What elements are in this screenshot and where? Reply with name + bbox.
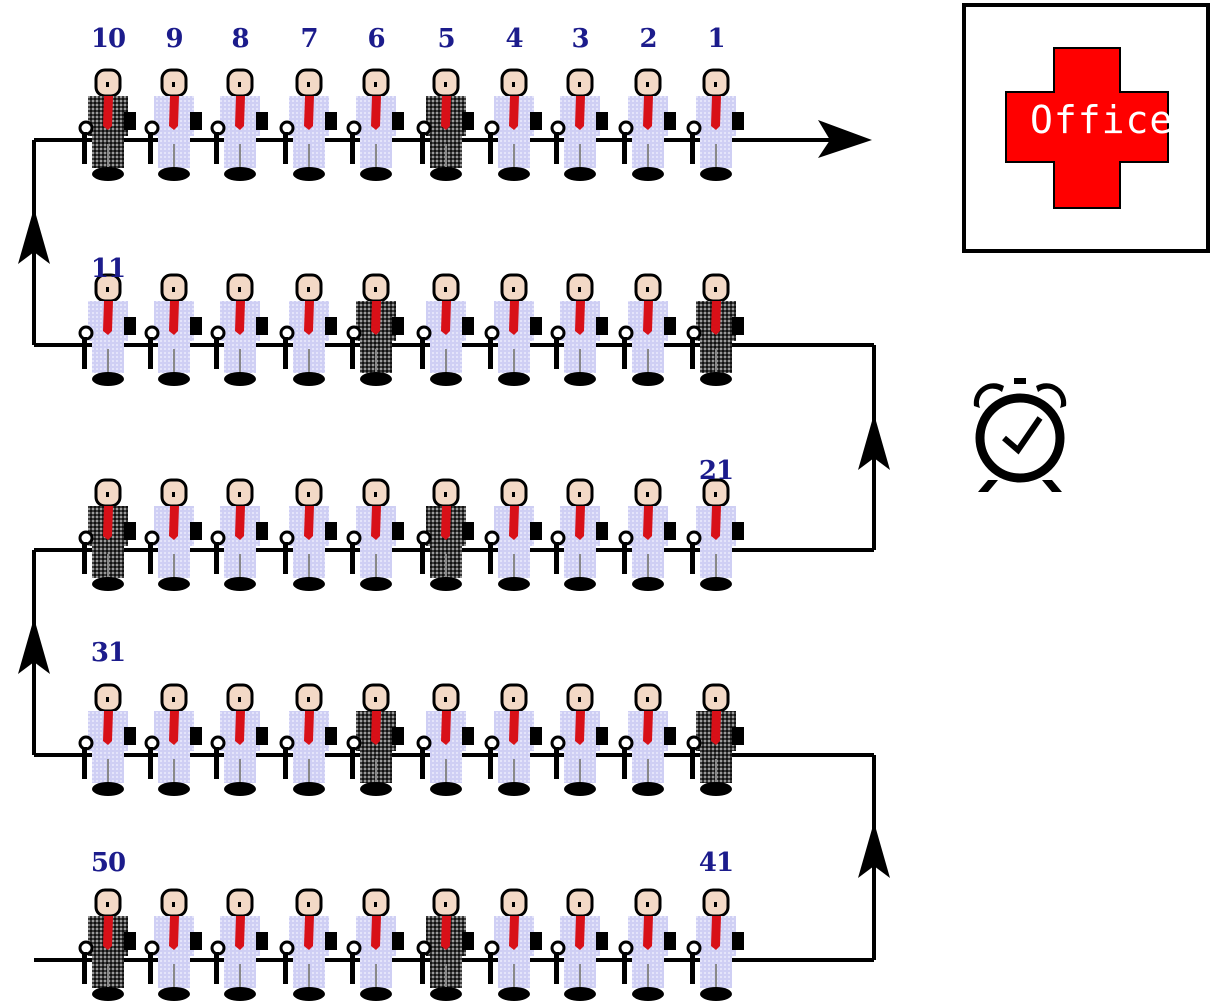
person-icon	[486, 685, 542, 796]
position-number: 11	[91, 256, 125, 282]
position-number: 21	[699, 458, 733, 484]
person-icon	[348, 890, 404, 1001]
person-icon	[146, 70, 202, 181]
person-icon	[212, 70, 268, 181]
person-icon	[486, 275, 542, 386]
person-icon	[552, 70, 608, 181]
person-icon	[281, 480, 337, 591]
person-icon	[486, 70, 542, 181]
person-icon	[80, 275, 136, 386]
person-icon	[552, 480, 608, 591]
person-icon	[281, 685, 337, 796]
person-icon	[281, 70, 337, 181]
position-number: 4	[505, 26, 522, 52]
position-number: 6	[367, 26, 384, 52]
person-icon	[620, 70, 676, 181]
person-icon	[620, 275, 676, 386]
office-label: Office	[1030, 98, 1173, 142]
person-icon	[688, 275, 744, 386]
position-number: 31	[91, 640, 125, 666]
person-icon	[80, 685, 136, 796]
person-icon	[80, 480, 136, 591]
person-icon	[688, 890, 744, 1001]
person-icon	[418, 70, 474, 181]
person-icon	[620, 685, 676, 796]
person-icon	[348, 275, 404, 386]
person-icon	[348, 480, 404, 591]
person-icon	[212, 890, 268, 1001]
position-number: 10	[91, 26, 125, 52]
people-queue	[80, 70, 744, 1001]
person-icon	[418, 890, 474, 1001]
person-icon	[620, 480, 676, 591]
person-icon	[146, 275, 202, 386]
person-icon	[688, 685, 744, 796]
person-icon	[688, 480, 744, 591]
person-icon	[80, 890, 136, 1001]
person-icon	[552, 275, 608, 386]
position-number: 41	[699, 850, 733, 876]
person-icon	[486, 890, 542, 1001]
person-icon	[486, 480, 542, 591]
person-icon	[212, 685, 268, 796]
position-number: 2	[639, 26, 656, 52]
person-icon	[552, 890, 608, 1001]
person-icon	[418, 275, 474, 386]
position-number: 50	[91, 850, 125, 876]
person-icon	[212, 275, 268, 386]
position-number: 1	[707, 26, 724, 52]
person-icon	[620, 890, 676, 1001]
position-number: 5	[437, 26, 454, 52]
person-icon	[146, 890, 202, 1001]
person-icon	[281, 275, 337, 386]
position-number: 8	[231, 26, 248, 52]
position-number: 3	[571, 26, 588, 52]
person-icon	[688, 70, 744, 181]
person-icon	[281, 890, 337, 1001]
position-number: 9	[165, 26, 182, 52]
person-icon	[80, 70, 136, 181]
position-number: 7	[300, 26, 317, 52]
person-icon	[146, 685, 202, 796]
person-icon	[552, 685, 608, 796]
alarm-clock-icon	[968, 376, 1072, 494]
person-icon	[146, 480, 202, 591]
person-icon	[418, 480, 474, 591]
person-icon	[418, 685, 474, 796]
person-icon	[348, 70, 404, 181]
person-icon	[212, 480, 268, 591]
person-icon	[348, 685, 404, 796]
